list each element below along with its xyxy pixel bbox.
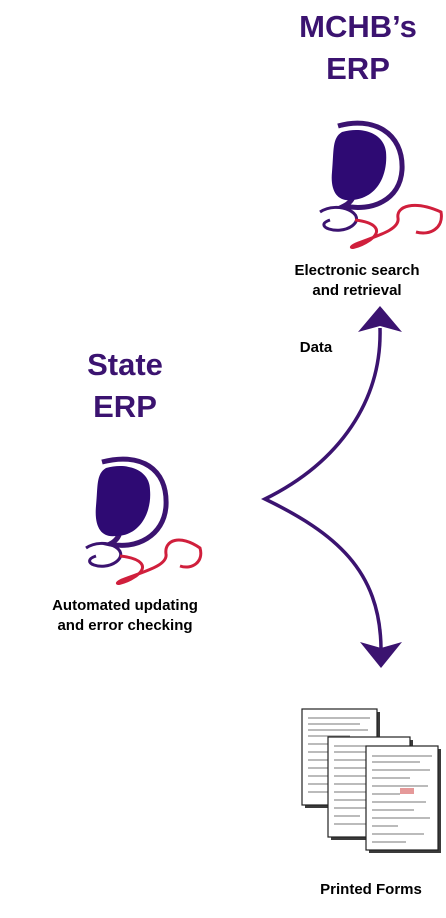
mchb-title-line1: MCHB’s bbox=[299, 9, 417, 44]
state-caption-line2: and error checking bbox=[57, 617, 193, 634]
arrow-head-up bbox=[358, 306, 402, 332]
mchb-title-line2: ERP bbox=[326, 51, 390, 86]
mchb-computer-icon bbox=[319, 120, 443, 249]
mchb-caption-line2: and retrieval bbox=[312, 282, 402, 299]
printed-forms-caption: Printed Forms bbox=[320, 881, 422, 898]
data-flow-arrow bbox=[261, 306, 402, 668]
state-title-line1: State bbox=[87, 347, 163, 382]
mchb-caption-line1: Electronic search bbox=[294, 262, 420, 279]
printed-forms-icon bbox=[301, 708, 441, 853]
mchb-erp-title: MCHB’s ERP bbox=[270, 6, 446, 90]
data-label: Data bbox=[299, 339, 333, 356]
state-computer-icon bbox=[85, 456, 203, 585]
mchb-caption: Electronic search and retrieval bbox=[268, 261, 446, 301]
arrow-head-down bbox=[360, 642, 402, 668]
state-caption: Automated updating and error checking bbox=[10, 596, 240, 636]
state-erp-title: State ERP bbox=[40, 344, 210, 428]
state-title-line2: ERP bbox=[93, 389, 157, 424]
state-caption-line1: Automated updating bbox=[52, 597, 198, 614]
